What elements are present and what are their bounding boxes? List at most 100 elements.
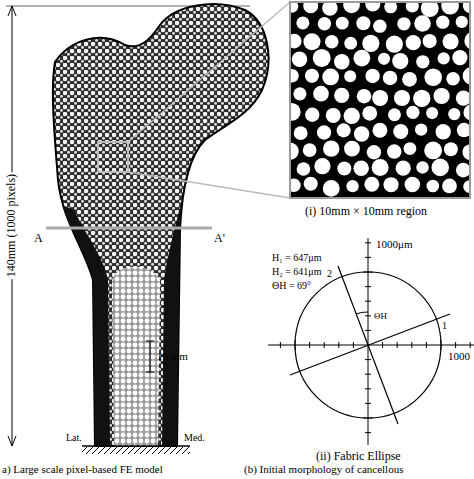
pore — [362, 35, 379, 52]
pore — [303, 143, 317, 157]
pore — [304, 177, 318, 191]
pore — [456, 163, 470, 178]
pore — [383, 177, 398, 192]
tick — [382, 342, 383, 348]
pore — [334, 54, 350, 70]
tick — [280, 342, 281, 348]
pore — [436, 124, 451, 139]
fabric-value: H₂ = 641μm — [272, 266, 322, 277]
medullary-canal — [112, 267, 160, 447]
pore — [406, 106, 419, 119]
pore — [293, 87, 306, 100]
pore — [384, 2, 397, 13]
pore — [294, 126, 308, 140]
pore — [344, 108, 360, 124]
pore — [322, 69, 339, 86]
pore — [463, 67, 470, 84]
tick — [365, 242, 371, 243]
tick — [365, 301, 371, 302]
pore — [372, 90, 388, 106]
pore — [314, 158, 330, 174]
tick — [365, 388, 371, 389]
pore — [446, 72, 460, 86]
region-marker — [98, 142, 128, 172]
pore — [427, 180, 440, 193]
pore — [356, 16, 370, 30]
panel-caption: a) Large scale pixel-based FE model — [2, 463, 163, 475]
pore — [357, 89, 372, 104]
dimension-label: 140mm (1000 pixels) — [5, 172, 18, 279]
pore — [353, 50, 370, 67]
pore — [296, 16, 309, 29]
axis-number: 2 — [325, 268, 334, 279]
pore — [323, 180, 340, 197]
pore — [354, 126, 369, 141]
angle-arc — [356, 312, 368, 314]
pore — [442, 179, 457, 194]
pore — [346, 180, 358, 192]
pore — [452, 50, 467, 65]
pore — [405, 177, 421, 193]
pore — [326, 108, 341, 123]
pore — [431, 159, 449, 177]
pore — [305, 108, 319, 122]
pore — [303, 33, 320, 50]
cortical-bone — [62, 205, 110, 446]
pore — [290, 103, 301, 121]
pore — [290, 34, 302, 49]
fabric-value: H₁ = 647μm — [272, 252, 322, 263]
pore — [387, 144, 401, 158]
pore — [457, 123, 470, 137]
pore — [393, 124, 408, 139]
zoom-line — [128, 2, 290, 142]
pore — [413, 90, 430, 107]
inset-caption: (i) 10mm × 10mm region — [305, 205, 427, 218]
tick — [365, 374, 371, 375]
pore — [337, 123, 351, 137]
pore — [406, 2, 419, 12]
axis-label: 1000 — [446, 350, 472, 362]
pore — [416, 55, 429, 68]
inset-frame — [290, 2, 470, 198]
pore — [426, 107, 438, 119]
y-axis — [368, 238, 369, 445]
pore — [462, 144, 470, 160]
panel-caption: (b) Initial morphology of cancellous — [244, 463, 403, 475]
pore — [386, 36, 403, 53]
side-label: Med. — [184, 432, 205, 443]
section-line — [46, 227, 212, 230]
pore — [423, 34, 437, 48]
tick — [309, 342, 310, 348]
pore — [373, 19, 386, 32]
pore — [322, 2, 338, 16]
pore — [436, 16, 449, 29]
cortical-bone — [162, 150, 195, 446]
pore — [367, 145, 381, 159]
pore — [303, 2, 318, 13]
plot-caption: (ii) Fabric Ellipse — [316, 450, 401, 463]
pore — [416, 161, 429, 174]
pore — [438, 52, 450, 64]
pore — [421, 2, 439, 17]
pore — [414, 15, 431, 32]
pore — [441, 2, 459, 15]
tick — [338, 342, 339, 348]
tick — [411, 342, 412, 348]
tick — [455, 342, 456, 348]
pore — [364, 177, 379, 192]
tick — [365, 432, 371, 433]
pore — [448, 108, 460, 120]
pore — [292, 52, 308, 68]
pore — [297, 162, 311, 176]
side-label: Lat. — [66, 432, 82, 443]
pore — [433, 88, 449, 104]
pore — [353, 161, 368, 176]
pore — [424, 142, 442, 160]
pore — [344, 37, 357, 50]
pore — [325, 35, 339, 49]
pore — [336, 17, 349, 30]
pore — [456, 16, 468, 28]
pore — [444, 142, 458, 156]
ground-hatch — [82, 447, 190, 454]
